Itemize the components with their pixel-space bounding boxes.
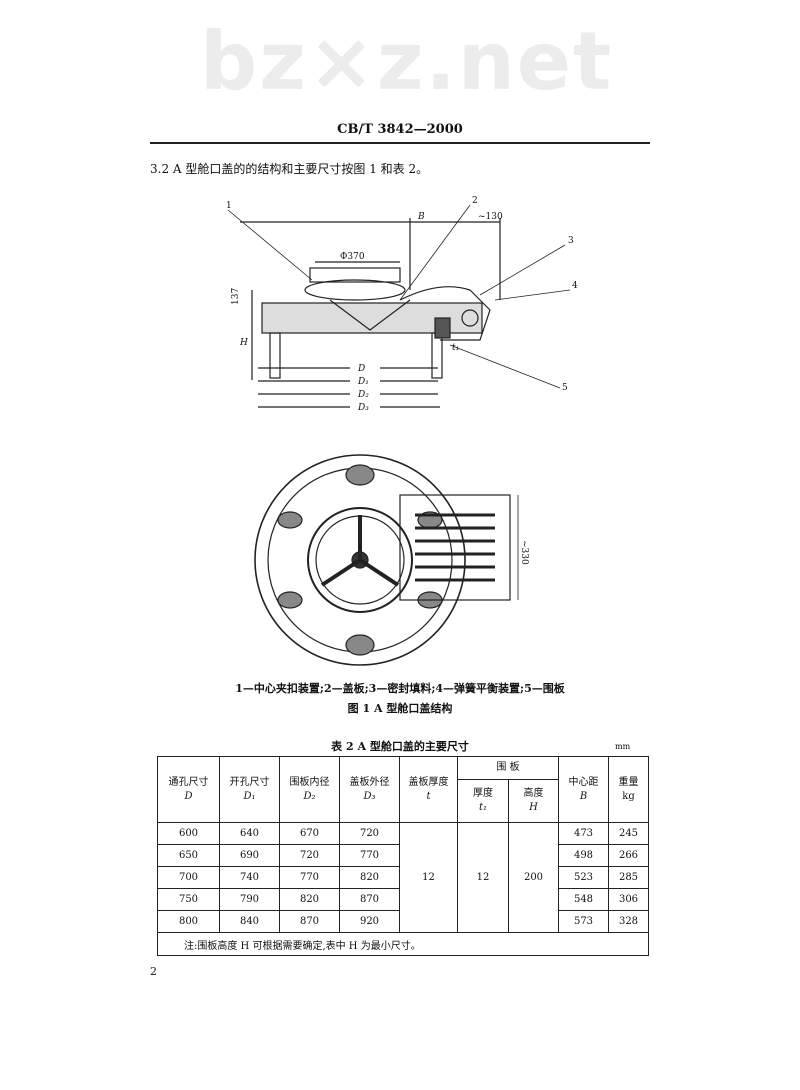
cell: 690	[219, 844, 280, 867]
label-330: ~330	[519, 540, 529, 565]
cell: 245	[608, 822, 649, 845]
header-d1: 开孔尺寸	[229, 776, 270, 788]
label-4: 4	[572, 281, 578, 291]
cell-merged-t1: 12	[457, 822, 509, 933]
dimensions-table: 通孔尺寸 D 开孔尺寸 D₁ 围板内径 D₂ 盖板外径 D₃ 盖板厚度 t 围 板 中心距…	[157, 756, 649, 956]
cell: 720	[279, 844, 340, 867]
label-b: B	[417, 212, 425, 222]
label-t1: t₁	[452, 343, 459, 353]
leader-3	[479, 244, 566, 296]
header-weight: 重量	[618, 776, 639, 788]
cell: 328	[608, 910, 649, 933]
table-note: 注:围板高度 H 可根据需要确定,表中 H 为最小尺寸。	[157, 932, 649, 956]
cell: 920	[339, 910, 400, 933]
figure-1-drawing: 1 2 3 4 5 B ~130 Φ370 137 H D D₁ D₂ D₃ t…	[226, 196, 578, 666]
header-d: 通孔尺寸	[168, 776, 209, 788]
label-d3: D₃	[357, 403, 369, 413]
header-t1-symbol: t₁	[478, 802, 488, 813]
table-unit: mm	[615, 742, 631, 751]
cell: 800	[157, 910, 220, 933]
page-number: 2	[150, 965, 157, 978]
section-text: 3.2 A 型舱口盖的的结构和主要尺寸按图 1 和表 2。	[150, 162, 429, 176]
label-3: 3	[568, 236, 574, 246]
cell: 650	[157, 844, 220, 867]
cell: 770	[279, 866, 340, 889]
label-1: 1	[226, 201, 232, 211]
cell: 266	[608, 844, 649, 867]
leader-2	[399, 204, 471, 301]
cell: 523	[558, 866, 609, 889]
figure-legend: 1—中心夹扣装置;2—盖板;3—密封填料;4—弹簧平衡装置;5—围板	[235, 682, 565, 695]
cell: 790	[219, 888, 280, 911]
header-h: 高度	[523, 788, 544, 799]
cell: 573	[558, 910, 609, 933]
header-b: 中心距	[568, 776, 599, 788]
header-b-symbol: B	[579, 790, 588, 802]
header-h-symbol: H	[529, 802, 538, 813]
header-d2-symbol: D₂	[303, 790, 316, 802]
leader-4	[494, 289, 571, 301]
leader-5	[449, 344, 561, 389]
standard-number-header: CB/T 3842—2000	[337, 122, 463, 137]
cell: 870	[339, 888, 400, 911]
header-d2: 围板内径	[289, 776, 330, 788]
header-t-symbol: t	[426, 790, 431, 802]
cell: 820	[339, 866, 400, 889]
cover-outer-circle	[254, 454, 466, 666]
cell: 600	[157, 822, 220, 845]
label-d: D	[357, 364, 365, 374]
cell: 473	[558, 822, 609, 845]
cell-merged-h: 200	[508, 822, 559, 933]
cell: 640	[219, 822, 280, 845]
header-d-symbol: D	[184, 790, 193, 802]
header-d3-symbol: D₃	[363, 790, 376, 802]
figure-caption: 图 1 A 型舱口盖结构	[347, 702, 453, 715]
cell: 720	[339, 822, 400, 845]
header-t: 盖板厚度	[408, 776, 449, 788]
label-phi370: Φ370	[340, 252, 365, 262]
cell: 770	[339, 844, 400, 867]
label-5: 5	[562, 383, 568, 393]
header-d1-symbol: D₁	[243, 790, 256, 802]
cell: 306	[608, 888, 649, 911]
table-title: 表 2 A 型舱口盖的主要尺寸	[331, 740, 469, 753]
cell-merged-t: 12	[399, 822, 458, 933]
label-d2: D₂	[357, 390, 369, 400]
header-coaming-group: 围 板	[457, 756, 559, 780]
label-137: 137	[231, 288, 241, 305]
header-d3: 盖板外径	[349, 776, 390, 788]
spring-balance-box	[399, 494, 511, 601]
cell: 840	[219, 910, 280, 933]
label-h: H	[239, 338, 248, 348]
cell: 870	[279, 910, 340, 933]
header-rule	[150, 142, 650, 144]
cell: 670	[279, 822, 340, 845]
cell: 740	[219, 866, 280, 889]
cell: 820	[279, 888, 340, 911]
label-2: 2	[472, 196, 478, 206]
cell: 498	[558, 844, 609, 867]
watermark: bz×z.net	[200, 15, 614, 108]
header-t1: 厚度	[473, 788, 493, 799]
label-d1: D₁	[357, 377, 369, 387]
leader-1	[227, 209, 313, 281]
cell: 548	[558, 888, 609, 911]
cell: 700	[157, 866, 220, 889]
cell: 750	[157, 888, 220, 911]
header-weight-unit: kg	[622, 790, 635, 802]
cell: 285	[608, 866, 649, 889]
label-130: ~130	[478, 212, 503, 222]
